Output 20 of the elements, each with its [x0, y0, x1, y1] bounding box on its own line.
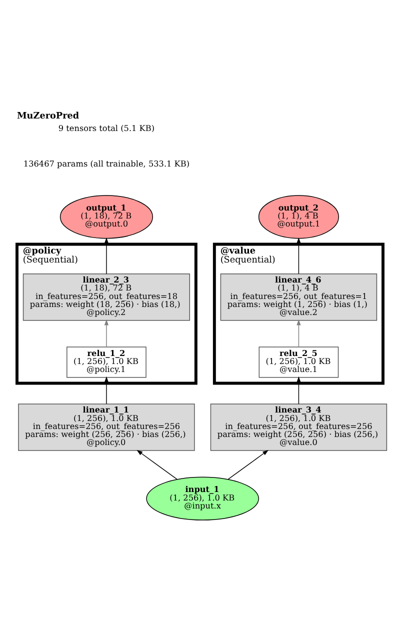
label: 9 tensors total (5.1 KB): [58, 122, 155, 133]
arrow: [296, 237, 301, 274]
node-box: linear_2_3 (1, 18), 72 B in_features=256, out_features=18 params: weight (18, 256) · bias (18,) @policy.2: [22, 273, 190, 321]
arrow: [136, 450, 178, 480]
node-ellipse: input_1 (1, 256), 1.0 KB @input.x: [146, 476, 260, 520]
arrow: [296, 376, 301, 404]
diagram-title: MuZeroPred: [17, 111, 80, 122]
node-box: linear_4_6 (1, 1), 4 B in_features=256, out_features=1 params: weight (1, 256) · bias (1,) @value.2: [220, 273, 378, 321]
arrow: [104, 376, 109, 404]
arrow: [104, 237, 109, 274]
arrow: [228, 450, 268, 480]
label: 136467 params (all trainable, 533.1 KB): [23, 158, 190, 168]
arrow: [104, 319, 109, 348]
node-ellipse: output_2 (1, 1), 4 B @output.1: [258, 195, 339, 239]
node-box: linear_3_4 (1, 256), 1.0 KB in_features=256, out_features=256 params: weight (256, 256) · bias (256,) @value.0: [210, 404, 388, 451]
arrow: [296, 319, 301, 348]
node-box: relu_2_5 (1, 256), 1.0 KB @value.1: [258, 346, 339, 378]
node-box: linear_1_1 (1, 256), 1.0 KB in_features=256, out_features=256 params: weight (256, 256) · bias (256,) @policy.0: [18, 404, 195, 451]
node-box: relu_1_2 (1, 256), 1.0 KB @policy.1: [66, 346, 146, 378]
node-ellipse: output_1 (1, 18), 72 B @output.0: [60, 195, 153, 239]
